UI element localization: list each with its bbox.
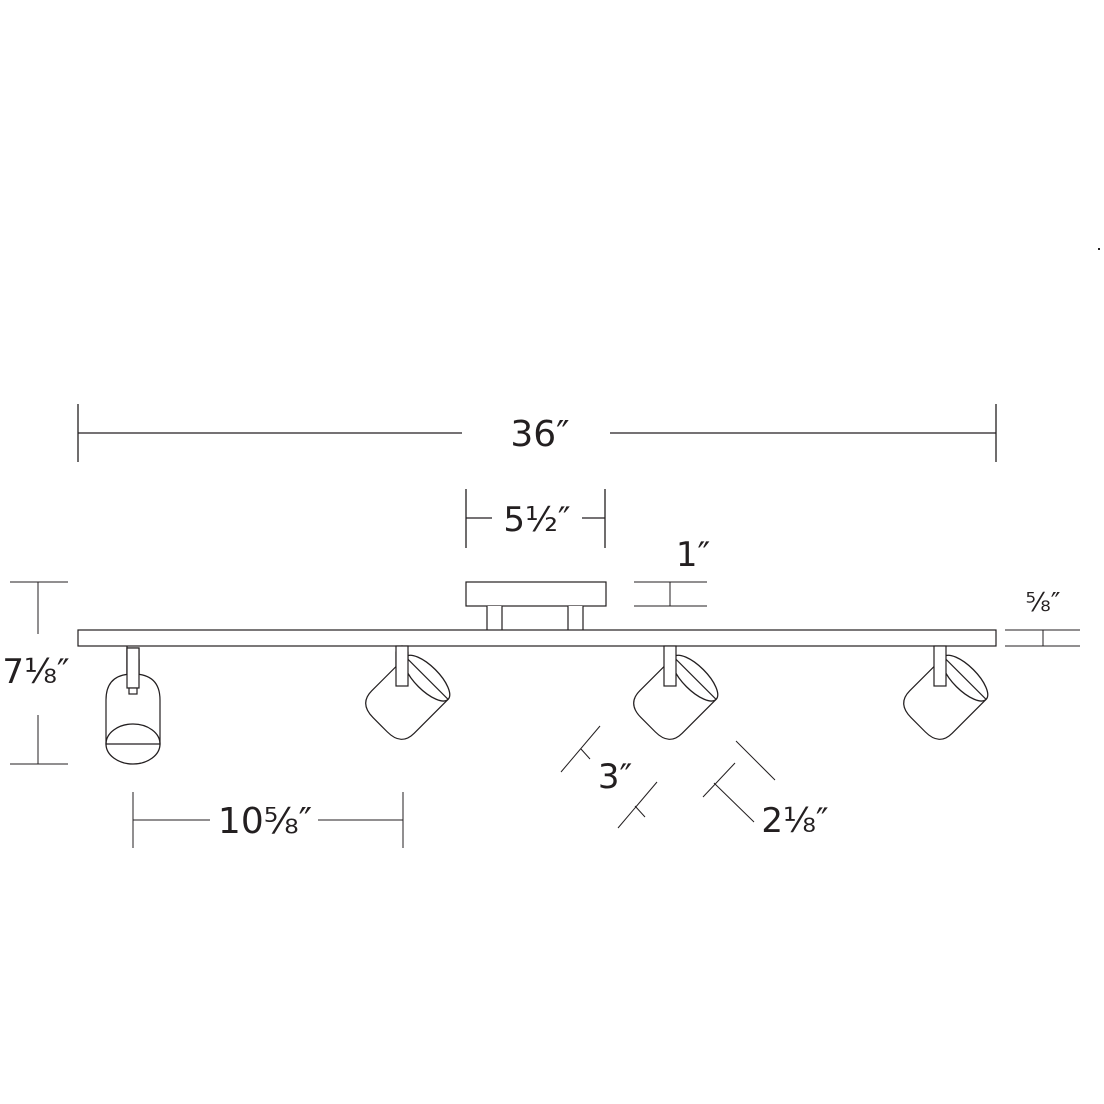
dimension-overall-length: 36″ (77, 404, 997, 462)
dimension-canopy-height: 1″ (634, 535, 710, 607)
ceiling-canopy (465, 581, 607, 636)
track-rail (77, 629, 997, 647)
spot-head-1 (105, 646, 161, 765)
dimension-head-length: 3″ (560, 725, 658, 829)
dimension-overall-height: 7⅛″ (2, 581, 70, 765)
label-overall-length: 36″ (510, 414, 569, 455)
dimension-head-diameter: 2⅛″ (702, 740, 829, 841)
label-canopy-height: 1″ (676, 535, 710, 575)
spot-head-3 (633, 645, 719, 740)
label-head-length: 3″ (598, 757, 632, 797)
label-rail-height: ⅝″ (1026, 588, 1061, 618)
dimension-head-spacing: 10⅝″ (132, 792, 404, 848)
dimension-rail-height: ⅝″ (1005, 588, 1080, 647)
label-head-spacing: 10⅝″ (218, 801, 312, 842)
spot-head-4 (903, 645, 989, 740)
label-canopy-width: 5½″ (503, 500, 570, 540)
label-overall-height: 7⅛″ (2, 652, 69, 692)
dimension-canopy-width: 5½″ (465, 489, 606, 548)
spot-head-2 (365, 645, 451, 740)
stray-mark (1098, 248, 1100, 250)
label-head-diameter: 2⅛″ (761, 801, 828, 841)
